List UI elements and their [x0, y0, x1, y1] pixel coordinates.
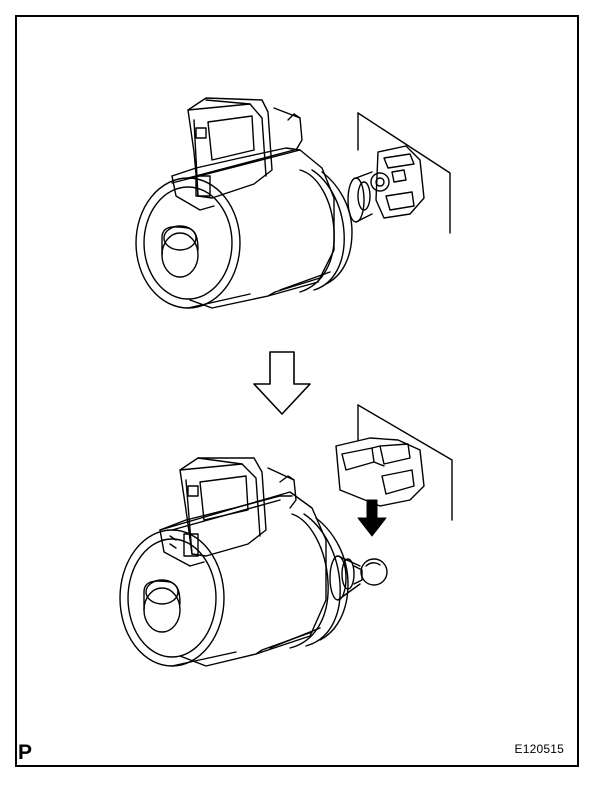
mounting-panel-top — [358, 113, 450, 233]
corner-letter: P — [18, 741, 33, 764]
figure-frame — [15, 15, 579, 767]
actuator-installed — [136, 98, 450, 308]
housing-body-bottom — [160, 492, 326, 666]
motor-cylinder-top — [136, 178, 240, 308]
flange-ring — [300, 170, 334, 292]
motor-cylinder-bottom — [120, 530, 224, 666]
panel-clip — [376, 146, 424, 218]
sequence-arrow — [254, 352, 310, 414]
figure-code: E120515 — [514, 742, 564, 756]
ball-joint — [361, 559, 387, 585]
shaft-collar — [348, 178, 364, 222]
detached-clip — [336, 438, 424, 506]
electrical-connector-top — [188, 98, 272, 198]
housing-body — [172, 150, 334, 308]
removal-arrow — [358, 500, 386, 536]
mounting-panel-bottom — [358, 405, 452, 520]
electrical-connector-bottom — [180, 458, 266, 556]
actuator-removed — [120, 405, 452, 666]
